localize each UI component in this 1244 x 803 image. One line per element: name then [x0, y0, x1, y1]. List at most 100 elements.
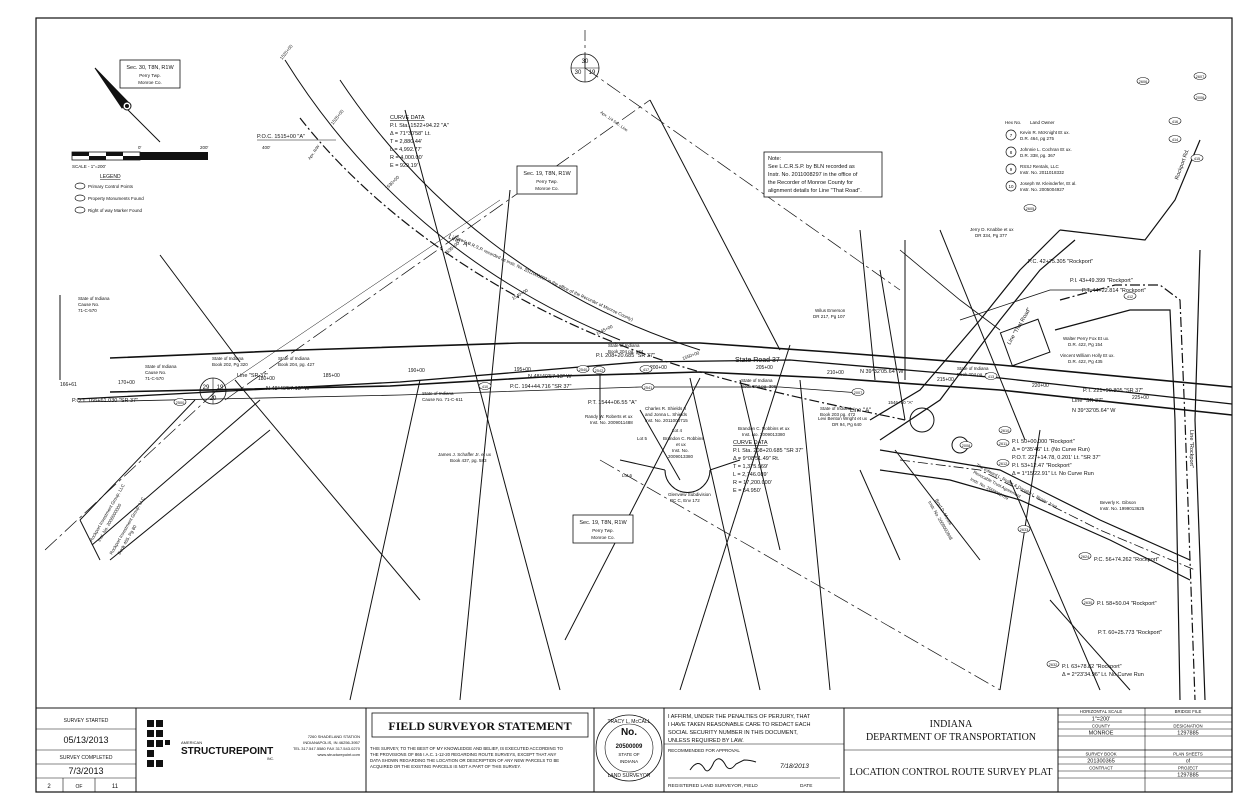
- sheet-total: 11: [112, 784, 119, 790]
- label-shields-1: Charles R. Shields II: [645, 406, 686, 411]
- label-bearing-mid: N 48°40'57.13" W: [528, 374, 572, 380]
- owner-ref-9: Instr. No. 2011018332: [1020, 170, 1064, 175]
- marker-413: 413: [984, 372, 998, 380]
- label-lot5: Lot 5: [637, 436, 648, 441]
- affirm-2: SOCIAL SECURITY NUMBER IN THIS DOCUMENT,: [668, 730, 798, 736]
- owner-name-7: Kevin R. McKnight Et ux.: [1020, 130, 1070, 135]
- book-value: 201300365: [1087, 759, 1115, 765]
- firm-name: STRUCTUREPOINT: [181, 746, 273, 757]
- label-state-book204-2: Book 204, pg. 427: [278, 362, 315, 367]
- owner-ref-10: Instr. No. 2005004927: [1020, 187, 1065, 192]
- label-glenview-2: PC C, Env 172: [670, 498, 700, 503]
- section-box-19-top: Sec. 19, T8N, R1W Perry Twp. Monroe Co.: [516, 165, 578, 195]
- project-label: PROJECT: [1178, 766, 1198, 771]
- label-state-book204-306-1: State of Indiana: [741, 378, 773, 383]
- legend-item-primary: Primary Control Points: [88, 184, 134, 189]
- marker-415: 415: [1190, 154, 1204, 162]
- statement-text-0: THIS SURVEY, TO THE BEST OF MY KNOWLEDGE…: [370, 746, 564, 751]
- curve-a-line-0: P.I. Sta. 1522+94.22 "A": [390, 123, 449, 129]
- label-bearing-right: N 39°32'05.64" W: [860, 369, 904, 375]
- county-label: COUNTY: [1092, 724, 1110, 729]
- label-pi-208: P.I. 208+20.685 "SR 37": [596, 353, 655, 359]
- corner-left-n1: 29: [203, 385, 210, 391]
- curve-b-line-4: R = 17,200.000': [733, 480, 772, 486]
- label-robbins-lot-4: 2009013380: [668, 454, 694, 459]
- label-robbins-lot-3: Inst. No.: [672, 448, 689, 453]
- marker-2605-label: 2605: [1026, 207, 1034, 211]
- marker-2008-label: 2008: [962, 444, 970, 448]
- label-state-far-left-3: 71-C-570: [145, 376, 164, 381]
- curve-b-line-5: E = 54.950': [733, 488, 761, 494]
- label-rockport-pi-63-2: Δ = 2°23'34.96" Lt. No Curve Run: [1062, 672, 1144, 678]
- marker-2633-label: 2633: [1020, 528, 1028, 532]
- label-rockport-line: Line "Rockport": [1188, 430, 1194, 468]
- marker-2630-label: 2630: [1084, 601, 1092, 605]
- owner-name-10: Joseph W. Kleinderfer, Et al.: [1020, 181, 1077, 186]
- marker-2610-label: 2610: [1001, 429, 1009, 433]
- marker-410: 410: [478, 382, 492, 390]
- affirm-0: I AFFIRM, UNDER THE PENALTIES OF PERJURY…: [668, 714, 811, 720]
- sec30-twp: Perry Twp.: [139, 73, 160, 78]
- marker-416: 416: [1168, 117, 1182, 125]
- label-holly-1: Vincent William Holly Et ux.: [1060, 353, 1115, 358]
- label-rockport-pc-42: P.C. 42+75.305 "Rockport": [1028, 259, 1093, 265]
- firm-addr-2: TEL 317.547.5580 FAX 317.543.0270: [293, 746, 361, 751]
- note-line-2: Instr. No. 2011008297 in the office of: [768, 172, 858, 178]
- label-rockport-rd: Rockport Rd.: [1174, 148, 1191, 181]
- curve-b-line-1: Δ = 9°08'51.49" Rt.: [733, 456, 780, 462]
- statement-title: FIELD SURVEYOR STATEMENT: [388, 719, 571, 733]
- marker-2624-label: 2624: [1081, 555, 1089, 559]
- label-robbins-2: Inst. No. 2009013380: [742, 432, 786, 437]
- marker-2605: 2605: [1023, 204, 1037, 212]
- scale-zero: 0': [138, 145, 142, 150]
- owners-header-no: Hex No.: [1005, 120, 1021, 125]
- marker-2540-label: 2540: [579, 368, 587, 372]
- corner-left-n2: 19: [217, 385, 224, 391]
- sec19a-title: Sec. 19, T8N, R1W: [523, 171, 571, 177]
- label-half-sec: Apx. 1/4 Sec. Line: [599, 110, 629, 133]
- legend: LEGEND Primary Control Points Property M…: [74, 174, 144, 214]
- label-sta-1550: 1550+00: [682, 350, 701, 361]
- label-rockport-pi-53-2: Δ = 1°15'22.91" Lt. No Curve Run: [1012, 471, 1094, 477]
- marker-415-label: 415: [1194, 157, 1200, 161]
- sr37-centerline: [77, 359, 1233, 405]
- marker-2607: 2607: [1193, 72, 1207, 80]
- owner-no-9: 9: [1010, 167, 1013, 172]
- label-sta-1535: 1535+00: [443, 240, 460, 255]
- owner-ref-8: D.R. 338, pg. 367: [1020, 153, 1056, 158]
- marker-2542-label: 2542: [595, 369, 603, 373]
- marker-2540: 2540: [576, 365, 590, 373]
- label-line-sr37-right: Line "SR 37": [1072, 398, 1103, 404]
- label-sta-180: 180+00: [258, 376, 275, 382]
- label-sta-1530: 1530+00: [384, 174, 400, 190]
- seal-no-label: No.: [621, 727, 637, 738]
- sec19b-twp: Perry Twp.: [592, 528, 613, 533]
- seal-indiana: INDIANA: [620, 759, 638, 764]
- label-sta-1520: 1520+00: [279, 43, 294, 60]
- curve-data-b: CURVE DATA P.I. Sta. 208+20.685 "SR 37" …: [733, 440, 803, 494]
- marker-416-label: 416: [1172, 120, 1178, 124]
- label-poc: P.O.C. 1515+00 "A": [257, 134, 305, 140]
- sheet-no: 2: [47, 784, 51, 790]
- firm-inc: INC.: [267, 757, 274, 761]
- scale-mid: 200': [200, 145, 209, 150]
- label-sta-215: 215+00: [937, 377, 954, 383]
- seal-bottom: LAND SURVEYOR: [608, 773, 651, 779]
- legend-item-rw: Right of way Marker Found: [88, 208, 143, 213]
- curve-a-line-3: L = 4,992.77': [390, 147, 422, 153]
- survey-started-date: 05/13/2013: [63, 735, 108, 745]
- agency-2: DEPARTMENT OF TRANSPORTATION: [866, 732, 1036, 743]
- label-line-sr37-left: Line "SR 37": [237, 373, 268, 379]
- label-shields-2: and Jonna L. Shields: [645, 412, 688, 417]
- marker-2607-label: 2607: [1196, 75, 1204, 79]
- marker-2500-label: 2500: [176, 401, 184, 405]
- h-scale-label: HORIZONTAL SCALE: [1080, 709, 1123, 714]
- project-value: 1297885: [1177, 773, 1198, 779]
- signature-icon: [689, 758, 757, 772]
- label-knabbe-2: DR 334, Pg 377: [975, 233, 1008, 238]
- label-rockport-pi-58: P.I. 58+50.04 "Rockport": [1097, 601, 1157, 607]
- parcel-labels: State of Indiana Cause No. 71-C-570 Stat…: [78, 227, 1145, 556]
- label-roberts-2: Inst. No. 2009011488: [590, 420, 633, 425]
- label-state-book204-329-2: Book 204 pg. 329: [957, 372, 993, 377]
- label-roberts-1: Randy W. Roberts et ux: [585, 414, 633, 419]
